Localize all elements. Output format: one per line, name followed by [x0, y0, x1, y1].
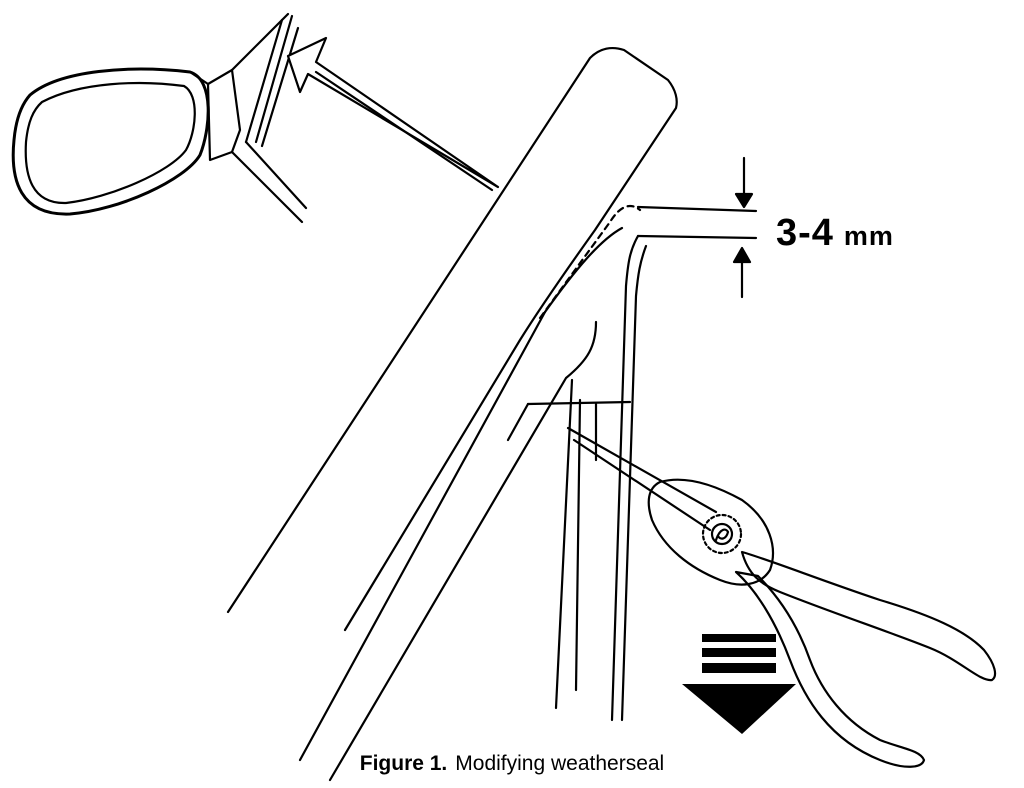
dimension-lines	[636, 156, 758, 299]
down-arrow-icon	[682, 634, 796, 734]
dimension-value: 3-4	[776, 212, 834, 254]
dimension-unit: mm	[843, 221, 894, 251]
figure-caption-text: Modifying weatherseal	[455, 752, 665, 775]
door-frame	[226, 47, 678, 782]
pliers-icon	[566, 426, 997, 768]
dimension-label: 3-4 mm	[776, 212, 894, 255]
logo-badge-icon	[701, 513, 743, 555]
side-mirror-icon	[11, 12, 308, 224]
original-seal-outline	[538, 204, 642, 320]
figure-number: Figure 1.	[359, 752, 448, 775]
leader-arrow	[286, 36, 500, 192]
figure-caption: Figure 1. Modifying weatherseal	[0, 752, 1024, 776]
